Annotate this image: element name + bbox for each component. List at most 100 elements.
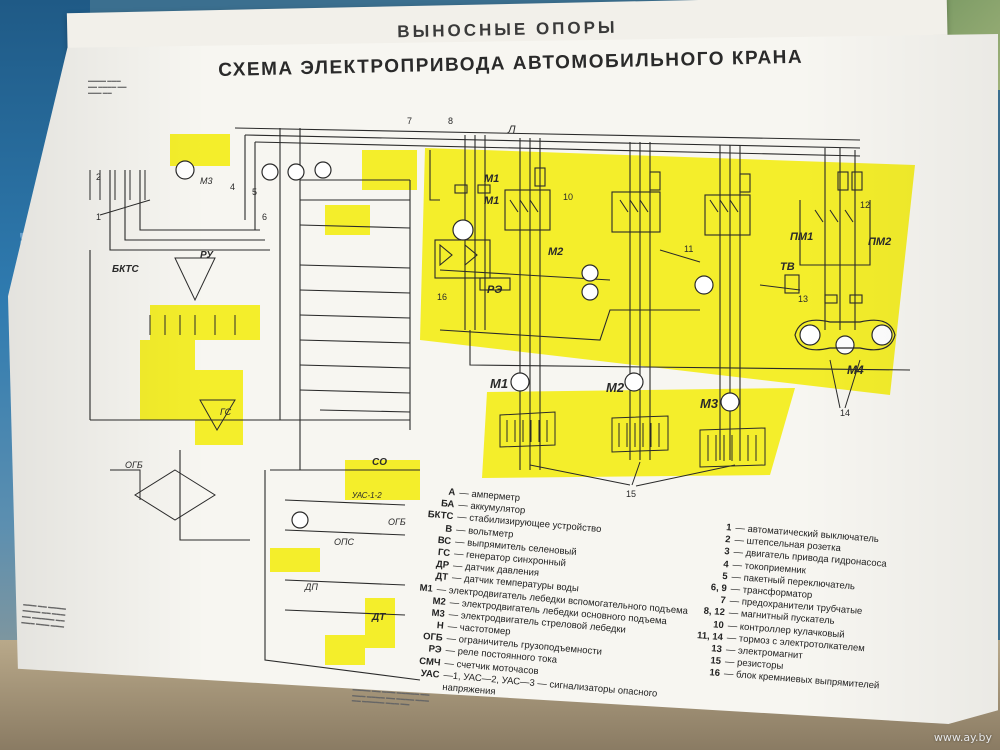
top-imprint: ▬▬▬▬ ▬▬▬▬▬ ▬▬▬▬ ▬▬▬▬▬ ▬▬	[88, 78, 127, 95]
label-16: 16	[437, 292, 447, 302]
meter-smch	[291, 511, 309, 529]
label-15: 15	[626, 489, 636, 499]
controller-10-box	[504, 189, 551, 231]
rectifier-diodes	[439, 243, 478, 267]
label-pm1: ПМ1	[790, 231, 813, 243]
fuse-3	[739, 173, 751, 193]
leader-1	[99, 199, 151, 216]
label-ops: ОПС	[334, 537, 355, 547]
pump-m4-outline	[794, 319, 896, 351]
breakers-1	[89, 170, 146, 200]
label-m2-motor: M2	[606, 380, 625, 395]
coil-pm1	[824, 294, 838, 304]
meter-v	[314, 161, 332, 179]
fuse-5	[851, 171, 863, 191]
coil-m1b	[477, 184, 491, 194]
brake-14a	[799, 324, 821, 346]
coil-pm2	[849, 294, 863, 304]
brake-11c	[694, 275, 714, 295]
meter-h	[261, 163, 279, 181]
gs-star	[199, 399, 236, 431]
wiring	[89, 127, 911, 681]
resistor-banks	[99, 199, 861, 487]
highlight-bottom	[325, 635, 365, 665]
label-m2-coil: M2	[548, 246, 563, 258]
leader-11	[659, 249, 701, 263]
highlight-so	[345, 460, 420, 500]
leader-14	[829, 359, 861, 409]
label-8: 8	[448, 116, 453, 126]
highlight-relay	[325, 205, 370, 235]
coil-m1	[454, 184, 468, 194]
label-m1-top: M1	[484, 173, 499, 185]
label-uas: УАС-1-2	[351, 491, 382, 500]
starter-pm-bracket	[799, 200, 871, 266]
solenoid-tv-box	[784, 274, 800, 294]
label-7: 7	[407, 116, 412, 126]
label-ogb-left: ОГБ	[125, 460, 143, 470]
label-13: 13	[798, 294, 808, 304]
vs-bridge	[134, 469, 216, 521]
meter-a	[287, 163, 305, 181]
highlight-transformer	[362, 150, 417, 190]
label-m4: M4	[847, 363, 864, 377]
highlight-dt	[365, 598, 395, 648]
highlight-left-block	[140, 340, 195, 420]
leader-15	[529, 461, 736, 487]
label-l: Л	[507, 124, 516, 136]
label-dp: ДП	[304, 582, 318, 592]
fuse-2	[649, 171, 661, 191]
label-4: 4	[230, 182, 235, 192]
motor-3-symbol	[175, 160, 195, 180]
watermark: www.ay.by	[933, 731, 992, 744]
label-re: РЭ	[487, 284, 502, 296]
ru-delta	[174, 257, 216, 302]
label-bkts: БКТС	[112, 264, 139, 275]
fuse-1	[534, 167, 546, 187]
label-dt: ДТ	[371, 612, 386, 623]
label-2: 2	[96, 172, 101, 182]
motor-m1-symbol	[510, 372, 530, 392]
ogb-lead	[110, 469, 141, 500]
highlight-ops	[270, 548, 320, 572]
label-so: СО	[372, 457, 387, 468]
brake-11b	[581, 283, 599, 301]
brake-14b	[871, 324, 893, 346]
controller-2-box	[611, 191, 661, 233]
label-1: 1	[96, 212, 101, 222]
label-6: 6	[262, 212, 267, 222]
label-ogb-right: ОГБ	[388, 517, 406, 527]
fuse-4	[837, 171, 849, 191]
label-tv: ТВ	[780, 261, 795, 273]
motor-m4-symbol	[835, 335, 855, 355]
highlight-generator	[195, 370, 243, 445]
motor-m2-symbol	[624, 372, 644, 392]
label-gs: ГС	[220, 407, 232, 417]
label-ru: РУ	[200, 250, 214, 261]
highlight-resistors	[482, 388, 795, 478]
label-m3-motor: M3	[700, 396, 719, 411]
brake-11a	[581, 264, 599, 282]
motor-m3-symbol	[720, 392, 740, 412]
label-pm2: ПМ2	[868, 236, 891, 248]
label-5: 5	[252, 187, 257, 197]
left-circuit	[89, 170, 236, 521]
label-m3-pump: M3	[200, 176, 213, 186]
motors	[175, 160, 896, 529]
label-11: 11	[684, 244, 693, 254]
highlight-top-left	[170, 134, 230, 166]
component-labels: Л M1 M1 M2 РЭ ТВ ПМ1 ПМ2 M4 M1 M2 M3 M3 …	[96, 116, 891, 623]
controller-3-box	[704, 194, 751, 236]
label-14: 14	[840, 408, 850, 418]
label-m1-bot: M1	[484, 195, 499, 207]
label-m1-motor: M1	[490, 376, 508, 391]
transformer-6	[452, 219, 474, 241]
label-10: 10	[563, 192, 573, 202]
highlight-zones	[140, 134, 915, 665]
highlight-power-block	[420, 148, 915, 395]
contacts	[434, 167, 871, 304]
relay-re-box	[479, 277, 511, 291]
